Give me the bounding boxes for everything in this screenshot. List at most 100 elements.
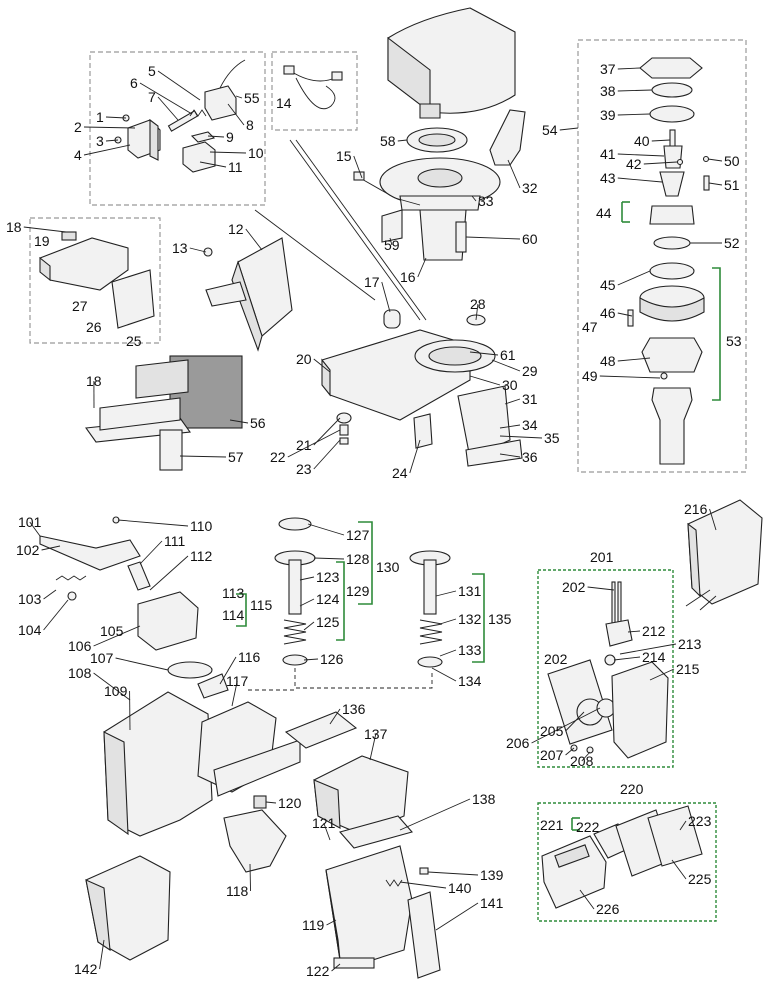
- leader-line-140: [399, 881, 447, 889]
- valve-assembly-130: [274, 517, 373, 666]
- label-225: 225: [688, 871, 712, 887]
- label-38: 38: [600, 83, 616, 99]
- leader-line-3: [105, 139, 119, 142]
- leader-line-216: [709, 508, 717, 531]
- housing-part-215: [611, 661, 669, 759]
- label-141: 141: [480, 895, 504, 911]
- leader-line-112: [149, 555, 189, 591]
- label-12: 12: [228, 221, 244, 237]
- leader-line-60: [465, 236, 521, 240]
- leader-line-121: [323, 822, 331, 841]
- label-33: 33: [478, 193, 494, 209]
- leader-line-117: [231, 680, 238, 707]
- label-2: 2: [74, 119, 82, 135]
- clip-part-120: [253, 795, 267, 809]
- label-126: 126: [320, 651, 344, 667]
- bracket-part-59: [381, 209, 403, 243]
- spring-part-6: [189, 109, 207, 117]
- leader-line-101: [29, 521, 41, 537]
- label-221: 221: [540, 817, 564, 833]
- leader-line-213: [619, 643, 677, 655]
- label-22: 22: [270, 449, 286, 465]
- label-51: 51: [724, 177, 740, 193]
- tube-part: [651, 387, 693, 465]
- leader-line-206: [531, 707, 601, 744]
- frame-part-31: [457, 385, 511, 459]
- leader-line-119: [326, 919, 337, 926]
- leader-line-122: [331, 963, 341, 972]
- label-29: 29: [522, 363, 538, 379]
- label-214: 214: [642, 649, 666, 665]
- leader-line-36: [499, 453, 521, 458]
- leader-line-136: [329, 708, 341, 725]
- brew-frame: [313, 755, 441, 979]
- label-125: 125: [316, 614, 340, 630]
- leader-line-142: [99, 939, 105, 970]
- screw-part-46: [627, 309, 634, 327]
- label-7: 7: [148, 89, 156, 105]
- leader-line-61: [469, 351, 499, 356]
- bolt-part-50: [702, 155, 710, 163]
- leader-line-29: [491, 359, 521, 372]
- leader-line-24: [409, 439, 421, 474]
- grinder-column: [621, 57, 721, 465]
- screw-part-139: [419, 867, 429, 875]
- leader-line-20: [313, 358, 331, 373]
- label-42: 42: [626, 156, 642, 172]
- label-142: 142: [74, 961, 98, 977]
- leader-line-123: [299, 576, 315, 581]
- label-111: 111: [164, 533, 185, 549]
- group-box-220: [537, 802, 717, 922]
- label-102: 102: [16, 542, 40, 558]
- leader-line-30: [469, 375, 501, 386]
- label-47: 47: [582, 319, 598, 335]
- screw-part-51: [703, 175, 710, 191]
- label-114: 114: [222, 607, 245, 623]
- leader-line-54: [559, 127, 579, 131]
- base-part-122: [333, 957, 375, 969]
- leader-line-2: [83, 126, 136, 129]
- screw-part-40: [669, 129, 676, 149]
- label-133: 133: [458, 642, 482, 658]
- label-26: 26: [86, 319, 102, 335]
- label-202b: 202: [544, 651, 568, 667]
- label-108: 108: [68, 665, 92, 681]
- label-6: 6: [130, 75, 138, 91]
- label-31: 31: [522, 391, 538, 407]
- part-labels: 1 2 3 4 5 6 7 8 9 10 11 12 13 14 15 16 1…: [6, 61, 742, 979]
- leader-line-126: [303, 658, 319, 661]
- label-140: 140: [448, 880, 472, 896]
- label-121: 121: [312, 815, 336, 831]
- pin-part-111: [127, 561, 151, 591]
- label-129: 129: [346, 583, 370, 599]
- label-136: 136: [342, 701, 366, 717]
- label-25: 25: [126, 333, 142, 349]
- label-50: 50: [724, 153, 740, 169]
- leader-line-22: [287, 429, 341, 458]
- leader-line-9: [207, 135, 225, 138]
- leader-line-55: [235, 95, 243, 99]
- frame-part-57: [85, 397, 191, 471]
- leader-line-108: [93, 672, 131, 701]
- leader-line-125: [303, 621, 315, 631]
- brew-unit: [103, 691, 358, 873]
- label-28: 28: [470, 296, 486, 312]
- base-assembly: [321, 309, 523, 467]
- label-36: 36: [522, 449, 538, 465]
- leader-line-17: [381, 281, 391, 313]
- leader-line-215: [649, 668, 675, 681]
- leader-line-33: [471, 195, 477, 202]
- lever-part-32: [489, 109, 526, 166]
- plate-part-138: [339, 815, 413, 849]
- label-135: 135: [488, 611, 512, 627]
- leader-line-32: [507, 159, 521, 189]
- leader-line-212: [627, 630, 641, 633]
- leader-line-31: [504, 398, 521, 405]
- leader-line-137: [369, 733, 377, 761]
- leader-line-124: [299, 598, 315, 607]
- leader-line-127: [307, 523, 345, 536]
- gear-part-44: [649, 205, 695, 225]
- label-3: 3: [96, 133, 104, 149]
- leader-line-40: [651, 139, 671, 142]
- leader-lines: [23, 67, 723, 972]
